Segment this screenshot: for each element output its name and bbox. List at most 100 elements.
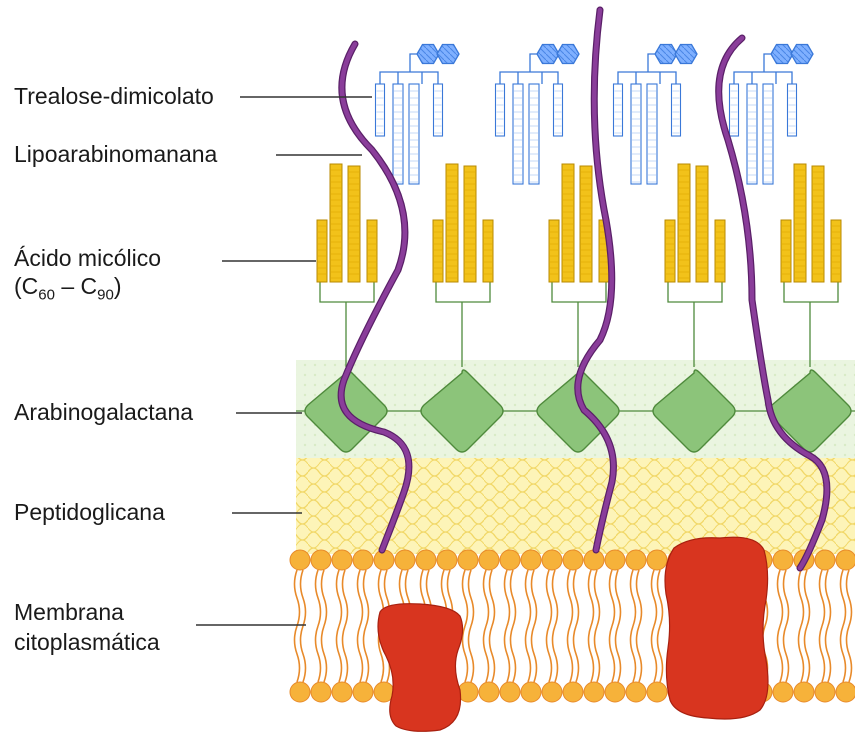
lipid-head bbox=[479, 682, 499, 702]
lipid-tail bbox=[553, 570, 558, 626]
lipid-tail bbox=[805, 570, 810, 626]
lipid-tail bbox=[568, 626, 573, 682]
trehalose-sugar bbox=[771, 45, 793, 64]
lipid-head bbox=[647, 550, 667, 570]
lipid-head bbox=[836, 550, 855, 570]
mycolic-acid-chain bbox=[367, 220, 377, 282]
lipid-head bbox=[458, 550, 478, 570]
lipid-head bbox=[563, 682, 583, 702]
lipid-tail bbox=[301, 626, 306, 682]
lipid-head bbox=[542, 682, 562, 702]
lipid-tail bbox=[616, 570, 621, 626]
lipid-tail bbox=[505, 570, 510, 626]
lipid-head bbox=[311, 682, 331, 702]
lipid-tail bbox=[652, 626, 657, 682]
membrane-protein-small bbox=[378, 604, 463, 732]
lipid-tail bbox=[526, 570, 531, 626]
trehalose-sugar bbox=[675, 45, 697, 64]
trehalose-mycolate-chain bbox=[529, 84, 539, 184]
lipid-tail bbox=[343, 626, 348, 682]
lipid-head bbox=[311, 550, 331, 570]
lipid-tail bbox=[589, 626, 594, 682]
lipid-head bbox=[353, 682, 373, 702]
lipid-tail bbox=[847, 570, 852, 626]
lipid-tail bbox=[526, 626, 531, 682]
lipid-head bbox=[626, 682, 646, 702]
trehalose-mycolate-chain bbox=[376, 84, 385, 136]
lipid-tail bbox=[505, 626, 510, 682]
lipid-tail bbox=[841, 570, 846, 626]
trehalose-mycolate-chain bbox=[409, 84, 419, 184]
lipid-tail bbox=[784, 626, 789, 682]
lipid-tail bbox=[337, 570, 342, 626]
lipid-head bbox=[332, 682, 352, 702]
lipid-tail bbox=[316, 626, 321, 682]
lipid-tail bbox=[652, 570, 657, 626]
lipid-head bbox=[416, 550, 436, 570]
lipid-tail bbox=[469, 570, 474, 626]
lipid-tail bbox=[826, 570, 831, 626]
lipid-head bbox=[542, 550, 562, 570]
lipid-tail bbox=[316, 570, 321, 626]
lipid-head bbox=[479, 550, 499, 570]
lipid-tail bbox=[463, 626, 468, 682]
lipid-tail bbox=[484, 626, 489, 682]
trehalose-mycolate-chain bbox=[496, 84, 505, 136]
trehalose-sugar bbox=[557, 45, 579, 64]
label-arabinogalactan: Arabinogalactana bbox=[14, 398, 193, 427]
lipid-tail bbox=[358, 570, 363, 626]
peptidoglycan-layer bbox=[296, 458, 855, 554]
lipid-head bbox=[626, 550, 646, 570]
mycolic-bracket bbox=[784, 280, 838, 302]
lipid-tail bbox=[784, 570, 789, 626]
trehalose-mycolate-chain bbox=[513, 84, 523, 184]
trehalose-mycolate-chain bbox=[763, 84, 773, 184]
trehalose-mycolate-chain bbox=[434, 84, 443, 136]
trehalose-sugar bbox=[655, 45, 677, 64]
trehalose-mycolate-chain bbox=[730, 84, 739, 136]
lipid-head bbox=[521, 550, 541, 570]
trehalose-mycolate-chain bbox=[747, 84, 757, 184]
lipid-tail bbox=[295, 626, 300, 682]
mycolic-acid-chain bbox=[464, 166, 476, 282]
trehalose-mycolate-chain bbox=[614, 84, 623, 136]
lipid-tail bbox=[778, 626, 783, 682]
lipid-tail bbox=[595, 570, 600, 626]
lipid-tail bbox=[631, 570, 636, 626]
lipid-tail bbox=[532, 626, 537, 682]
lipid-tail bbox=[631, 626, 636, 682]
lipid-tail bbox=[820, 626, 825, 682]
mycolic-acid-chain bbox=[348, 166, 360, 282]
lipid-tail bbox=[778, 570, 783, 626]
lipid-tail bbox=[511, 570, 516, 626]
lipid-head bbox=[374, 550, 394, 570]
lipid-tail bbox=[610, 570, 615, 626]
lipid-tail bbox=[469, 626, 474, 682]
lipid-head bbox=[815, 550, 835, 570]
mycolic-acid-chain bbox=[696, 166, 708, 282]
lipid-head bbox=[794, 682, 814, 702]
label-mycolic-acid: Ácido micólico bbox=[14, 244, 161, 273]
lipid-head bbox=[500, 550, 520, 570]
lipid-head bbox=[437, 550, 457, 570]
trehalose-mycolate-chain bbox=[631, 84, 641, 184]
mycolic-acid-chain bbox=[781, 220, 791, 282]
mycolic-bracket bbox=[552, 280, 606, 302]
mycolic-acid-chain bbox=[831, 220, 841, 282]
mycolic-acid-chain bbox=[549, 220, 559, 282]
lipid-tail bbox=[337, 626, 342, 682]
lipid-tail bbox=[364, 570, 369, 626]
lipid-head bbox=[290, 682, 310, 702]
lipid-tail bbox=[358, 626, 363, 682]
trehalose-mycolate-chain bbox=[647, 84, 657, 184]
lipid-tail bbox=[637, 570, 642, 626]
label-trehalose-dimycolate: Trealose-dimicolato bbox=[14, 82, 214, 111]
label-lipoarabinomannan: Lipoarabinomanana bbox=[14, 140, 217, 169]
lipid-head bbox=[773, 682, 793, 702]
lipid-tail bbox=[841, 626, 846, 682]
lipid-tail bbox=[799, 570, 804, 626]
lipid-head bbox=[500, 682, 520, 702]
label-membrane-line1: Membrana bbox=[14, 598, 124, 627]
lipid-head bbox=[395, 550, 415, 570]
lipid-tail bbox=[805, 626, 810, 682]
